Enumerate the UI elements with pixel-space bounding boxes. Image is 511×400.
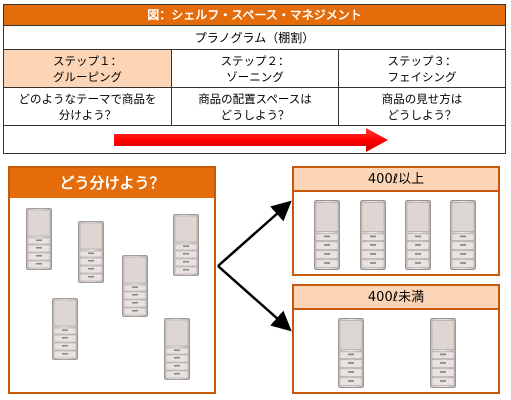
- branch-arrows: [217, 200, 292, 332]
- category-small-title: 400ℓ未満: [294, 286, 498, 310]
- step-3-question-line2: どうしよう？: [387, 108, 457, 122]
- step-1-question-line2: 分けよう？: [58, 108, 117, 122]
- category-large-title: 400ℓ以上: [294, 168, 498, 192]
- grouping-box: どう分けよう？: [8, 166, 216, 394]
- refrigerator-icon: [314, 200, 340, 270]
- refrigerator-icon: [122, 255, 148, 317]
- refrigerator-icon: [450, 200, 476, 270]
- refrigerator-icon: [164, 318, 190, 380]
- step-2-question-line2: どうしよう？: [220, 108, 290, 122]
- refrigerator-icon: [360, 200, 386, 270]
- category-box-small: 400ℓ未満: [292, 284, 500, 394]
- figure-title: 図：シェルフ・スペース・マネジメント: [4, 5, 505, 25]
- grouping-box-title: どう分けよう？: [10, 168, 214, 198]
- step-1-question: どのようなテーマで商品を 分けよう？: [4, 87, 171, 125]
- progress-arrow-row: [4, 125, 505, 153]
- step-2-question: 商品の配置スペースは どうしよう？: [171, 87, 338, 125]
- refrigerator-icon: [173, 214, 199, 276]
- planogram-table: 図：シェルフ・スペース・マネジメント プラノグラム（棚割） ステップ１： グルー…: [3, 4, 506, 154]
- step-2-name: ゾーニング: [226, 70, 284, 84]
- step-2-question-line1: 商品の配置スペースは: [198, 92, 312, 106]
- arrow-to-small: [217, 265, 292, 332]
- refrigerator-icon: [52, 298, 78, 360]
- step-3-question-line1: 商品の見せ方は: [381, 92, 463, 106]
- step-1-name: グルーピング: [53, 70, 122, 84]
- arrow-to-large: [217, 200, 292, 267]
- refrigerator-icon: [26, 208, 52, 270]
- refrigerator-icon: [430, 318, 456, 388]
- refrigerator-icon: [405, 200, 431, 270]
- step-3-question: 商品の見せ方は どうしよう？: [338, 87, 505, 125]
- step-3-facing: ステップ３： フェイシング: [338, 49, 505, 87]
- step-1-question-line1: どのようなテーマで商品を: [18, 92, 157, 106]
- step-3-label: ステップ３：: [387, 54, 457, 68]
- right-arrow-icon: [114, 128, 388, 152]
- step-2-label: ステップ２：: [220, 54, 290, 68]
- refrigerator-icon: [78, 221, 104, 283]
- refrigerator-icon: [338, 318, 364, 388]
- step-2-zoning: ステップ２： ゾーニング: [171, 49, 338, 87]
- step-1-label: ステップ１：: [53, 54, 122, 68]
- step-3-name: フェイシング: [387, 70, 457, 84]
- step-1-grouping: ステップ１： グルーピング: [4, 49, 171, 87]
- planogram-subtitle: プラノグラム（棚割）: [4, 25, 505, 49]
